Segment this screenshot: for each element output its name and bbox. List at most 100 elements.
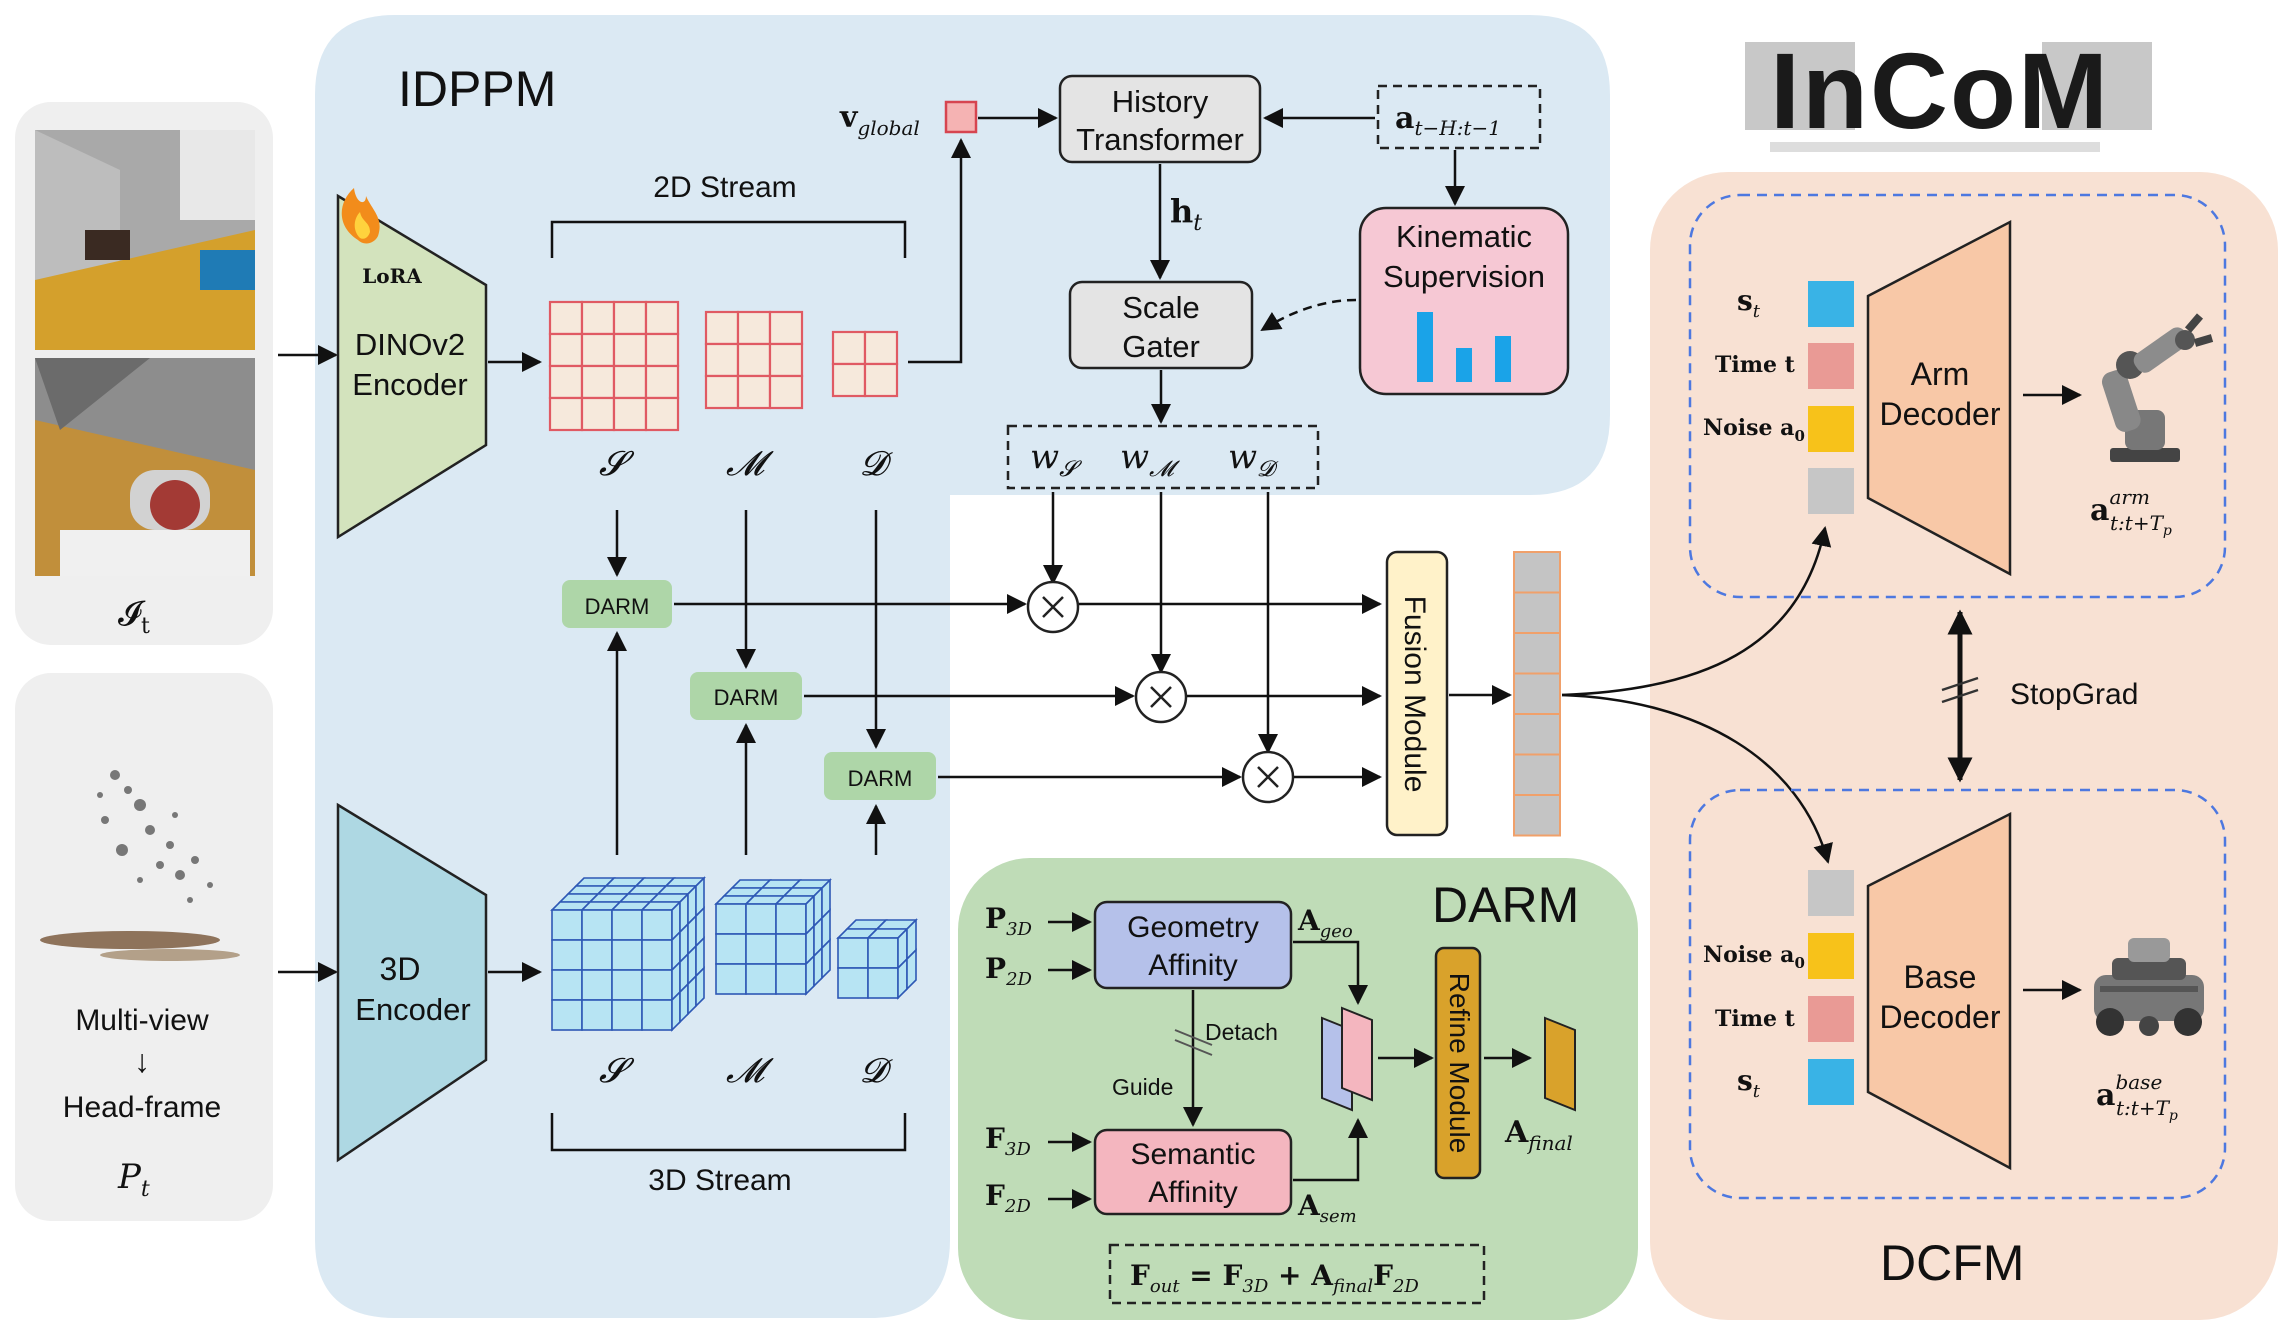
logo-text: InCoM (1770, 30, 2110, 151)
cube-cell-front (745, 963, 777, 995)
h-t-label: ht (1170, 192, 1202, 236)
base-decoder-group (1688, 788, 2227, 1200)
fused-token (1513, 591, 1561, 634)
grid-cell (831, 362, 867, 398)
grid-cell (612, 396, 648, 432)
down-arrow-icon: ↓ (134, 1043, 150, 1079)
fused-token (1513, 753, 1561, 796)
cube-cell-front (581, 909, 613, 941)
dinov2-label-line1: DINOv2 (355, 327, 465, 362)
cube-cell-front (775, 963, 807, 995)
3d-cube-m (714, 878, 832, 996)
fused-token (1513, 672, 1561, 715)
arm-token-time (1808, 343, 1854, 389)
arm-token-noise (1808, 406, 1854, 452)
a-geo-label: Ageo (1297, 904, 1353, 942)
grid-cell (644, 364, 680, 400)
history-transformer (1058, 74, 1262, 164)
refine-module-label: Refine Module (1444, 973, 1475, 1154)
darm-chip-m-label: DARM (714, 685, 779, 710)
base-decoder (1866, 811, 2012, 1171)
arm-decoder-group (1688, 193, 2227, 599)
point-cloud-image (40, 770, 240, 961)
grid-cell (736, 374, 772, 410)
cube-cell-front (611, 909, 643, 941)
fused-token (1513, 713, 1561, 756)
f3d-label: F3D (985, 1122, 1031, 1160)
dinov2-encoder (336, 193, 488, 540)
darm-chip-m (690, 672, 802, 720)
cube-cell-side (687, 974, 697, 1016)
cube-cell-front (551, 909, 583, 941)
grid-cell (612, 300, 648, 336)
multiply-op-s (1026, 580, 1080, 634)
cube-cell-side (805, 954, 815, 996)
robot-arm-icon (2101, 313, 2214, 462)
grid-cell (736, 310, 772, 346)
cube-cell-front (641, 909, 673, 941)
kinematic-label-line2: Supervision (1383, 259, 1545, 294)
detach-label: Detach (1205, 1019, 1278, 1045)
scale-gater-label-line2: Gater (1122, 329, 1200, 364)
grid-cell (704, 310, 740, 346)
weight-d-label: w𝓓 (1228, 437, 1279, 482)
grid-cell (768, 374, 804, 410)
cube-cell-front (775, 903, 807, 935)
cube-cell-side (906, 948, 917, 991)
headframe-label: Head-frame (63, 1091, 221, 1124)
cube-cell-front (641, 939, 673, 971)
cube-cell-front (611, 999, 643, 1031)
lora-label: LoRA (362, 264, 422, 288)
arm-token-feature (1808, 468, 1854, 514)
3d-encoder-label-line2: Encoder (355, 992, 470, 1027)
guide-label: Guide (1112, 1074, 1173, 1100)
fused-token (1513, 794, 1561, 837)
darm-title: DARM (1432, 877, 1579, 933)
kinematic-label-line1: Kinematic (1396, 219, 1532, 254)
a-final-icon (1544, 1016, 1576, 1112)
cube-cell-front (551, 969, 583, 1001)
pointcloud-label: Pt (117, 1157, 150, 1202)
arm-token-label-time: Time t (1715, 352, 1796, 378)
action-history-box (1376, 84, 1542, 150)
grid-cell (768, 310, 804, 346)
fused-feature-tokens (1513, 551, 1561, 837)
fused-token (1513, 551, 1561, 594)
output-equation-box (1108, 1243, 1486, 1305)
scale-gater-label-line1: Scale (1122, 290, 1200, 325)
cube-cell-side (679, 982, 689, 1024)
arm-decoder (1866, 219, 2012, 577)
geometry-affinity (1093, 900, 1293, 990)
darm-chip-d-label: DARM (848, 766, 913, 791)
v-global-token (944, 100, 978, 134)
scale-weights-box (1006, 424, 1320, 490)
grid-cell (704, 342, 740, 378)
p3d-label: P3D (985, 902, 1033, 940)
stopgrad-label: StopGrad (2010, 678, 2138, 711)
a-sem-label: Asem (1297, 1189, 1357, 1227)
grid-cell (644, 396, 680, 432)
base-token-state (1808, 1059, 1854, 1105)
cube-cell-front (715, 933, 747, 965)
cube-cell-front (867, 937, 899, 969)
base-decoder-label-line2: Decoder (1880, 999, 2001, 1035)
2d-grid-s (548, 300, 680, 432)
incom-logo: InCoM (1745, 30, 2152, 152)
history-label-line1: History (1112, 84, 1209, 119)
grid-cell (736, 342, 772, 378)
cube-cell-front (611, 969, 643, 1001)
cube-cell-front (611, 939, 643, 971)
base-decoder-label-line1: Base (1904, 959, 1977, 995)
f2d-label: F2D (985, 1179, 1031, 1217)
scale-gater (1068, 280, 1254, 370)
3d-encoder (336, 802, 488, 1163)
cube-cell-front (715, 903, 747, 935)
base-token-label-time: Time t (1715, 1006, 1796, 1032)
grid-cell (580, 396, 616, 432)
cube-cell-front (641, 999, 673, 1031)
grid-cell (612, 364, 648, 400)
fire-icon (341, 188, 380, 244)
base-token-label-st: st (1737, 1064, 1761, 1102)
3d-cube-d (836, 918, 918, 1000)
